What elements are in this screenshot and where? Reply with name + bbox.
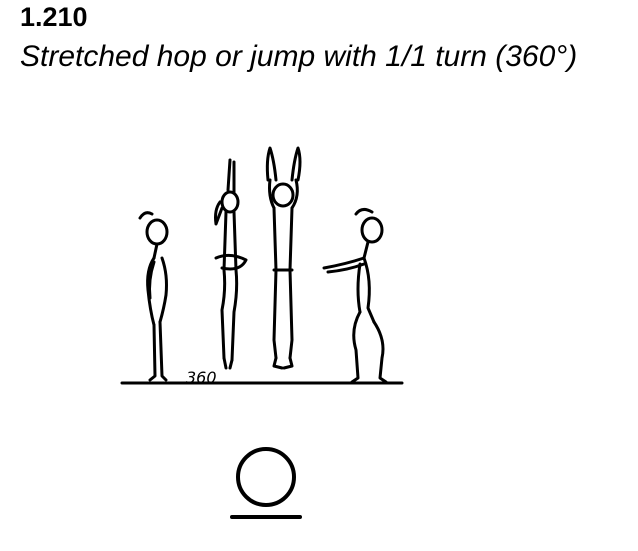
- element-title: Stretched hop or jump with 1/1 turn (360…: [20, 40, 578, 73]
- circle-with-underline-icon: [230, 447, 302, 519]
- floor-mark-label: 360: [186, 368, 217, 387]
- gymnast-jump-sequence-icon: 360: [120, 146, 404, 387]
- figure-turning: [214, 158, 248, 370]
- turn-circle: [236, 447, 296, 507]
- element-code: 1.210: [20, 2, 88, 32]
- figure-landing: [322, 207, 388, 384]
- figure-standing-start: [138, 211, 169, 382]
- figure-stretched-jump: [265, 146, 302, 370]
